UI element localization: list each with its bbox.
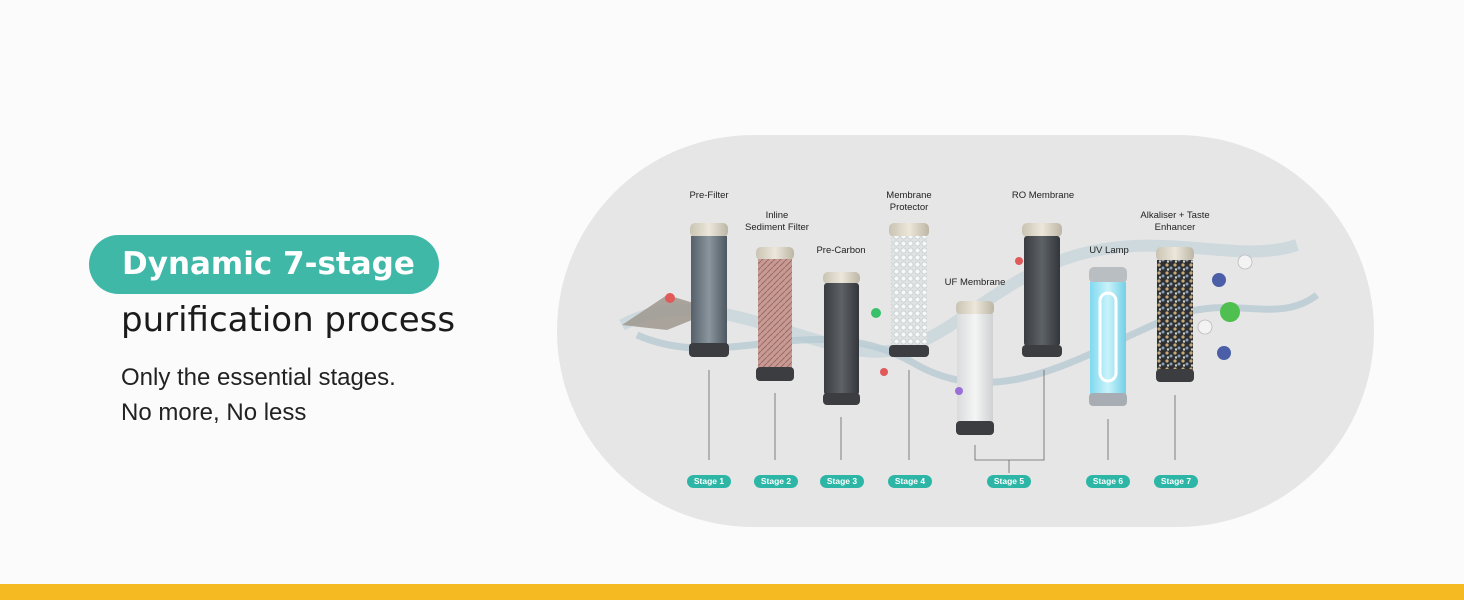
pill-title-text: Dynamic 7-stage <box>122 246 415 282</box>
membrane-protector-cartridge <box>889 223 929 357</box>
germ-icon <box>880 368 888 376</box>
label-uf-membrane: UF Membrane <box>944 277 1006 288</box>
pre-filter-cartridge <box>689 223 729 357</box>
germ-icon <box>665 293 675 303</box>
ph-drop-icon <box>1220 302 1240 322</box>
tagline-line-1: Only the essential stages. <box>121 364 396 391</box>
label-ro-membrane: RO Membrane <box>1011 190 1075 201</box>
germ-icon <box>1015 257 1023 265</box>
germ-icon <box>871 308 881 318</box>
label-uv-lamp: UV Lamp <box>1089 245 1129 256</box>
purifier-stages-diagram: Pre-Filter Inline Sediment Filter Pre-Ca… <box>557 135 1374 527</box>
diagram-canvas <box>619 223 1320 473</box>
stage-3-badge: Stage 3 <box>820 475 864 488</box>
uf-membrane-cartridge <box>956 301 994 435</box>
label-pre-filter: Pre-Filter <box>689 190 729 201</box>
stage-6-badge: Stage 6 <box>1086 475 1130 488</box>
stage-4-badge: Stage 4 <box>888 475 932 488</box>
tagline-line-2: No more, No less <box>121 399 307 426</box>
stage-7-badge: Stage 7 <box>1154 475 1198 488</box>
alkaliser-cartridge <box>1156 247 1194 382</box>
germ-icon <box>955 387 963 395</box>
subtitle: purification process <box>121 300 456 340</box>
stage-1-badge: Stage 1 <box>687 475 731 488</box>
mineral-icon <box>1237 254 1253 270</box>
label-pre-carbon: Pre-Carbon <box>816 245 866 256</box>
label-sediment-filter: Inline Sediment Filter <box>745 210 809 233</box>
dynamic-stage-pill: Dynamic 7-stage <box>89 235 439 294</box>
uv-lamp-cartridge <box>1089 267 1127 406</box>
stage-5-badge: Stage 5 <box>987 475 1031 488</box>
label-alkaliser: Alkaliser + Taste Enhancer <box>1140 210 1210 233</box>
pre-carbon-cartridge <box>823 272 860 405</box>
water-wave-1 <box>619 239 1299 358</box>
leader-lines <box>708 370 1176 473</box>
sediment-filter-cartridge <box>756 247 794 381</box>
mineral-icon <box>1212 273 1226 287</box>
mineral-icon <box>1217 346 1231 360</box>
label-membrane-protector: Membrane Protector <box>886 190 932 213</box>
ro-membrane-cartridge <box>1022 223 1062 357</box>
stage-2-badge: Stage 2 <box>754 475 798 488</box>
bottom-accent-bar <box>0 584 1464 600</box>
mineral-icon <box>1197 319 1213 335</box>
